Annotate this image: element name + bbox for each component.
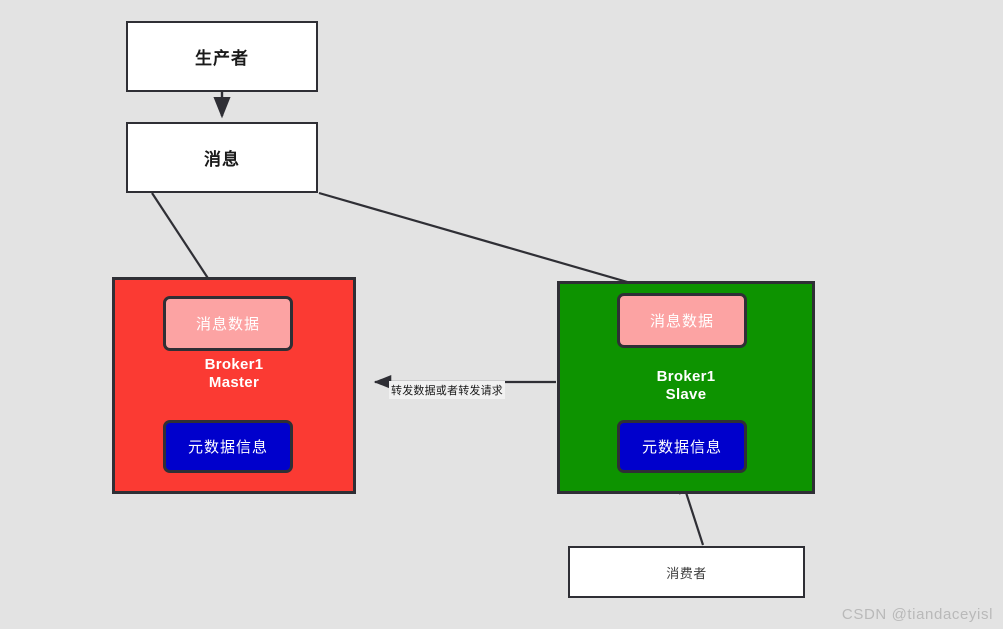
- node-message-label: 消息: [204, 150, 240, 169]
- broker-slave-title-line2: Slave: [665, 386, 707, 403]
- node-producer[interactable]: 生产者: [126, 21, 318, 92]
- broker-slave-title-line1: Broker1: [656, 368, 716, 385]
- node-slave-message-data[interactable]: 消息数据: [617, 293, 747, 348]
- broker-master-title-line2: Master: [208, 374, 260, 391]
- node-consumer[interactable]: 消费者: [568, 546, 805, 598]
- node-message[interactable]: 消息: [126, 122, 318, 193]
- node-slave-message-data-label: 消息数据: [649, 313, 714, 330]
- node-consumer-label: 消费者: [666, 565, 707, 581]
- node-master-metadata[interactable]: 元数据信息: [163, 420, 293, 473]
- node-master-metadata-label: 元数据信息: [187, 439, 268, 456]
- node-slave-metadata[interactable]: 元数据信息: [617, 420, 747, 473]
- broker-master-title-line1: Broker1: [204, 356, 264, 373]
- node-master-message-data-label: 消息数据: [195, 316, 260, 333]
- broker-master-title: Broker1 Master: [115, 356, 353, 392]
- broker-slave-title: Broker1 Slave: [560, 368, 812, 404]
- edge-slave-to-master-label: 转发数据或者转发请求: [389, 381, 505, 399]
- node-master-message-data[interactable]: 消息数据: [163, 296, 293, 351]
- watermark: CSDN @tiandaceyisl: [841, 606, 993, 623]
- node-producer-label: 生产者: [195, 49, 249, 68]
- node-slave-metadata-label: 元数据信息: [641, 439, 722, 456]
